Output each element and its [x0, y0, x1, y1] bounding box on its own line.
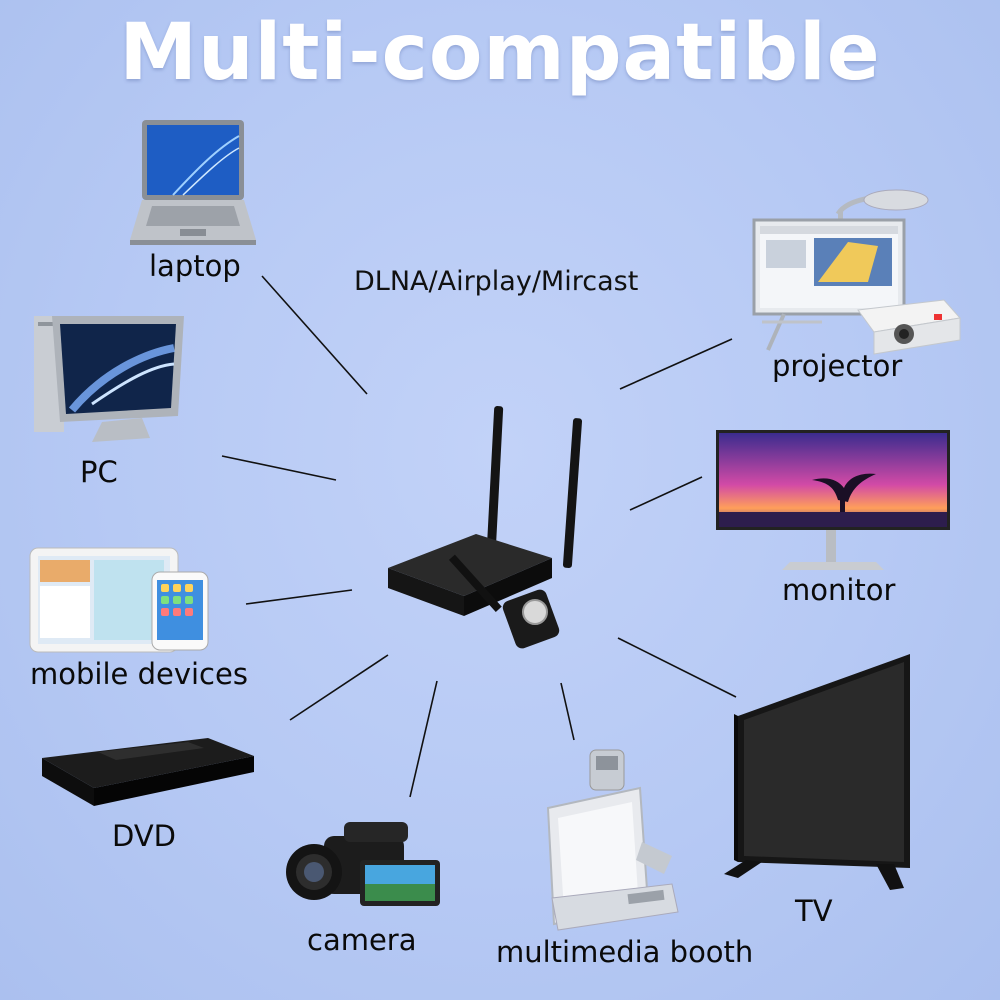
monitor-icon: [716, 430, 950, 574]
link-projector: [620, 339, 732, 389]
label-mobile-devices: mobile devices: [30, 660, 248, 689]
link-laptop: [262, 276, 367, 394]
link-monitor: [630, 477, 702, 510]
wireless-receiver-icon: [380, 398, 580, 658]
projector-icon: [748, 182, 964, 356]
link-pc: [222, 456, 336, 480]
label-tv: TV: [795, 897, 833, 926]
laptop-icon: [128, 118, 258, 246]
document-camera-icon: [532, 748, 682, 934]
camcorder-icon: [284, 818, 444, 912]
link-mobile: [246, 590, 352, 604]
label-projector: projector: [772, 352, 902, 381]
link-booth: [561, 683, 574, 740]
label-multimedia-booth: multimedia booth: [496, 938, 753, 967]
dvd-player-icon: [38, 736, 258, 810]
label-monitor: monitor: [782, 576, 895, 605]
mobile-devices-icon: [28, 546, 212, 654]
pc-icon: [32, 314, 188, 444]
link-dvd: [290, 655, 388, 720]
tv-icon: [718, 650, 918, 894]
link-camera: [410, 681, 437, 797]
label-pc: PC: [80, 458, 118, 487]
label-dvd: DVD: [112, 822, 176, 851]
label-laptop: laptop: [149, 252, 241, 281]
label-camera: camera: [307, 926, 417, 955]
